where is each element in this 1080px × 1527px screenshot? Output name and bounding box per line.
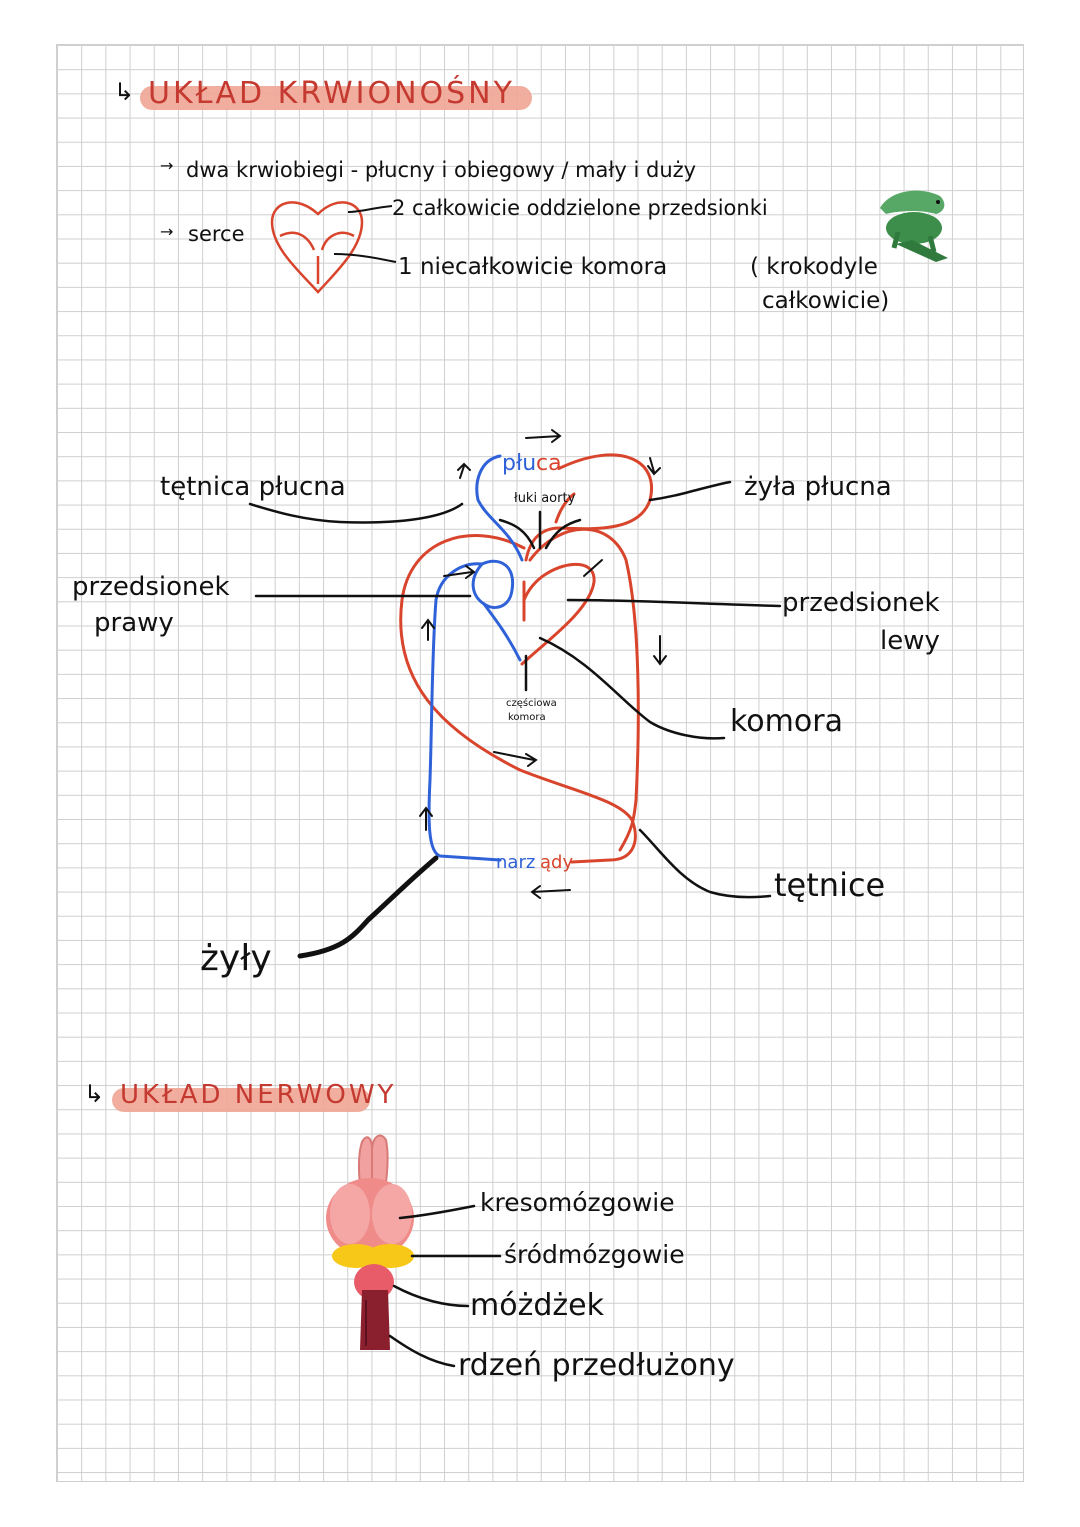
label-przedsionek-prawy-2: prawy	[94, 608, 174, 638]
leader-tetnica-plucna	[248, 502, 464, 524]
section-title-circulatory: UKŁAD KRWIONOŚNY	[148, 76, 515, 111]
arrow-middle-right	[493, 751, 538, 767]
systemic-artery-right-loop	[528, 527, 640, 852]
arrow-up-left-low	[419, 806, 433, 831]
label-kresomozgowie: kresomózgowie	[480, 1188, 675, 1217]
arrow-top-right	[525, 429, 562, 443]
arrow-up-left-top	[457, 462, 471, 479]
label-rdzen: rdzeń przedłużony	[458, 1348, 735, 1383]
label-czesciowa-komora: komora	[508, 712, 546, 723]
label-srodmozgowie: śródmózgowie	[504, 1240, 685, 1269]
label-narzady-red: ądy	[540, 852, 573, 873]
arrow-down-right	[653, 635, 667, 666]
leader-komora	[538, 636, 726, 740]
arrow-up-left	[421, 618, 435, 641]
label-zyla-plucna: żyła płucna	[744, 472, 892, 502]
crocodile-icon	[880, 190, 948, 262]
label-narzady-blue: narz	[496, 852, 535, 873]
pulmonary-artery-path	[475, 454, 524, 562]
label-pluca-red: ca	[536, 451, 562, 476]
leader-kresomozgowie	[398, 1204, 476, 1220]
arrow-into-atrium	[443, 565, 476, 579]
right-atrium-blue	[471, 559, 515, 609]
leader-przedsionek-lewy	[566, 598, 782, 608]
section-title-nervous: UKŁAD NERWOWY	[120, 1080, 397, 1110]
brain-icon	[326, 1134, 414, 1350]
label-czesciowa: częściowa	[506, 697, 557, 709]
bullet-arrow-1: →	[160, 156, 174, 175]
bullet-heart-label: serce	[188, 222, 245, 246]
leader-mozdzek	[392, 1284, 470, 1308]
heart-note-crocodile: ( krokodyle	[750, 254, 878, 280]
label-tetnice: tętnice	[774, 866, 886, 904]
heart-note-ventricle: 1 niecałkowicie komora	[398, 254, 668, 280]
title-marker: ↳	[114, 78, 135, 106]
pulmonary-vein-path	[524, 453, 653, 562]
title2-marker: ↳	[84, 1080, 105, 1108]
label-luki-aorty: łuki aorty	[514, 491, 576, 506]
leader-rdzen	[388, 1334, 456, 1368]
label-przedsionek-prawy-1: przedsionek	[72, 572, 230, 602]
systemic-artery-left-loop	[399, 534, 637, 864]
luki-aorty-lines	[498, 510, 582, 550]
label-przedsionek-lewy-2: lewy	[880, 626, 940, 656]
aortic-arch	[554, 492, 576, 524]
heart-icon	[270, 201, 364, 294]
label-tetnica-plucna: tętnica płucna	[160, 472, 346, 502]
heart-outline-red	[520, 562, 596, 666]
bullet-circulations: dwa krwiobiegi - płucny i obiegowy / mał…	[186, 158, 697, 182]
arrow-bottom-left	[530, 885, 571, 899]
heart-note-complete: całkowicie)	[762, 288, 890, 314]
title2-highlight	[112, 1088, 370, 1112]
label-komora: komora	[730, 704, 843, 739]
blue-into-ventricle	[482, 602, 522, 662]
heart-note-atria: 2 całkowicie oddzielone przedsionki	[392, 196, 768, 220]
label-przedsionek-lewy-1: przedsionek	[782, 588, 940, 618]
leader-zyly	[297, 855, 439, 959]
arrow-right-top	[647, 457, 661, 476]
label-mozdzek: móżdżek	[470, 1288, 604, 1323]
label-pluca-blue: płu	[502, 451, 536, 476]
title-highlight	[140, 86, 532, 110]
leader-tetnice	[638, 828, 772, 899]
systemic-vein-path	[427, 562, 502, 862]
grid-paper	[56, 44, 1024, 1482]
bullet-arrow-2: →	[160, 222, 174, 241]
arrow-left-atrium	[583, 559, 603, 577]
label-zyly: żyły	[200, 938, 272, 979]
leader-zyla-plucna	[648, 480, 732, 502]
